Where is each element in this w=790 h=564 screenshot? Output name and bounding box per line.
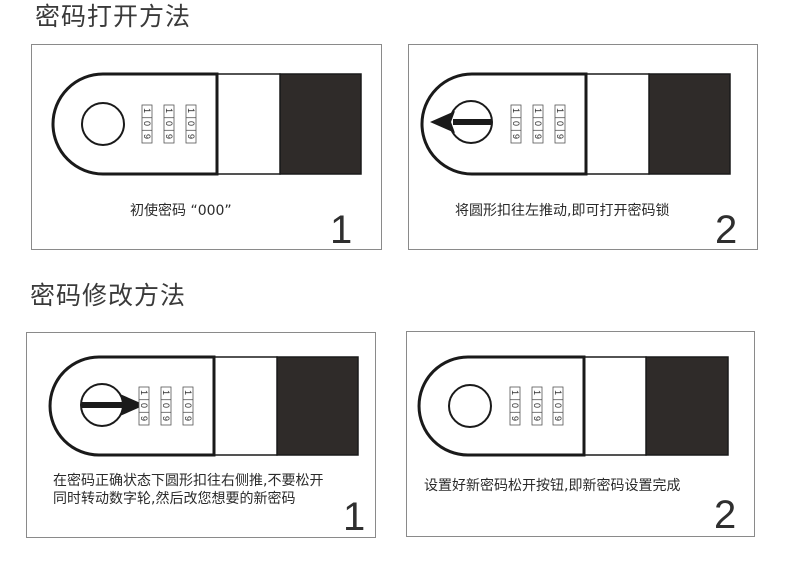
section-title-open-method: 密码打开方法	[35, 2, 192, 31]
step-number: 1	[330, 208, 353, 252]
svg-text:0: 0	[511, 121, 521, 126]
svg-text:9: 9	[164, 134, 174, 139]
knob-icon	[81, 102, 125, 146]
svg-text:0: 0	[142, 121, 152, 126]
arrow-right-icon	[81, 394, 145, 416]
svg-text:9: 9	[186, 134, 196, 139]
svg-text:1: 1	[183, 390, 193, 395]
svg-text:9: 9	[533, 134, 543, 139]
svg-text:1: 1	[533, 108, 543, 113]
panel-caption: 设置好新密码松开按钮,即新密码设置完成	[424, 478, 681, 494]
svg-text:1: 1	[186, 108, 196, 113]
lock-slot	[216, 73, 281, 175]
lock-illustration: 1 0 9 1 0 9 1 0 9	[48, 355, 359, 457]
svg-text:1: 1	[510, 390, 520, 395]
svg-text:0: 0	[555, 121, 565, 126]
digit-wheels: 1 0 9 1 0 9 1 0 9	[509, 386, 564, 426]
svg-text:0: 0	[510, 403, 520, 408]
lock-illustration: 1 0 9 1 0 9 1 0 9	[420, 72, 731, 176]
svg-text:1: 1	[532, 390, 542, 395]
panel-open-step-1: 1 0 9 1 0 9 1 0 9	[31, 44, 382, 250]
panel-open-step-2: 1 0 9 1 0 9 1 0 9	[408, 44, 758, 250]
svg-text:9: 9	[142, 134, 152, 139]
step-number: 2	[714, 493, 737, 537]
svg-text:1: 1	[139, 390, 149, 395]
svg-text:0: 0	[164, 121, 174, 126]
knob-icon	[448, 384, 492, 428]
svg-text:9: 9	[161, 416, 171, 421]
lock-dark-block	[648, 73, 731, 175]
lock-body	[420, 72, 588, 176]
svg-text:0: 0	[161, 403, 171, 408]
section-title-change-method: 密码修改方法	[30, 281, 187, 310]
svg-text:1: 1	[553, 390, 563, 395]
svg-text:0: 0	[532, 403, 542, 408]
lock-slot	[585, 73, 650, 175]
step-number: 1	[343, 495, 366, 539]
lock-slot	[583, 356, 647, 456]
digit-wheels: 1 0 9 1 0 9 1 0 9	[138, 386, 194, 426]
svg-text:1: 1	[142, 108, 152, 113]
lock-body	[417, 355, 586, 457]
svg-text:1: 1	[161, 390, 171, 395]
digit-wheels: 1 0 9 1 0 9 1 0 9	[141, 104, 197, 144]
panel-caption-line-2: 同时转动数字轮,然后改您想要的新密码	[53, 491, 296, 507]
svg-text:9: 9	[139, 416, 149, 421]
panel-change-step-2: 1 0 9 1 0 9 1 0 9	[406, 331, 755, 537]
lock-dark-block	[645, 356, 729, 456]
svg-text:9: 9	[183, 416, 193, 421]
svg-text:9: 9	[510, 416, 520, 421]
svg-text:1: 1	[164, 108, 174, 113]
svg-text:9: 9	[555, 134, 565, 139]
panel-caption: 将圆形扣往左推动,即可打开密码锁	[455, 203, 670, 219]
panel-caption-line-1: 在密码正确状态下圆形扣往右侧推,不要松开	[53, 473, 324, 489]
lock-dark-block	[276, 356, 359, 456]
svg-text:0: 0	[183, 403, 193, 408]
svg-text:0: 0	[139, 403, 149, 408]
svg-text:0: 0	[186, 121, 196, 126]
step-number: 2	[715, 208, 738, 252]
arrow-left-icon	[430, 111, 492, 133]
svg-text:9: 9	[553, 416, 563, 421]
lock-body	[51, 72, 219, 176]
svg-text:1: 1	[555, 108, 565, 113]
lock-illustration: 1 0 9 1 0 9 1 0 9	[51, 72, 362, 176]
panel-caption: 初使密码 “000”	[130, 203, 232, 219]
svg-text:9: 9	[532, 416, 542, 421]
lock-illustration: 1 0 9 1 0 9 1 0 9	[417, 355, 729, 457]
lock-slot	[213, 356, 278, 456]
svg-text:0: 0	[553, 403, 563, 408]
svg-text:0: 0	[533, 121, 543, 126]
svg-text:1: 1	[511, 108, 521, 113]
svg-text:9: 9	[511, 134, 521, 139]
digit-wheels: 1 0 9 1 0 9 1 0 9	[510, 104, 566, 144]
panel-change-step-1: 1 0 9 1 0 9 1 0 9	[26, 332, 376, 538]
lock-dark-block	[279, 73, 362, 175]
